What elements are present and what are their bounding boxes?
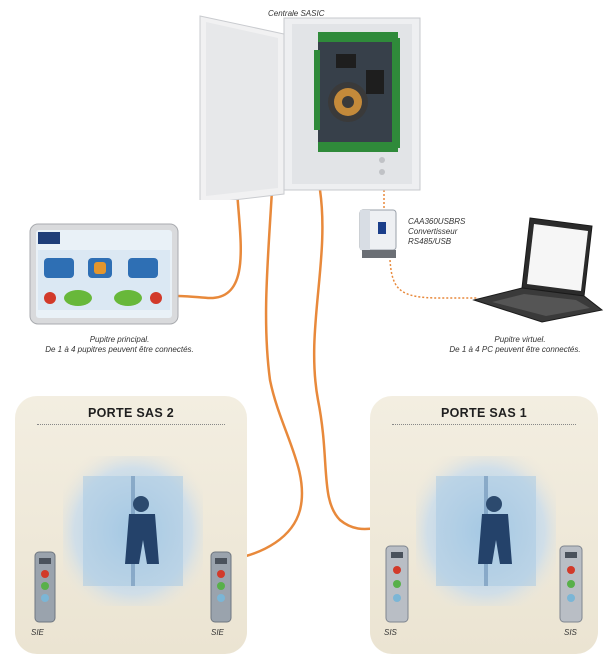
cable-to-sas2 [246,190,302,556]
sas1-station-left [384,544,410,624]
virtual-caption-1: Pupitre virtuel. [445,335,595,344]
sas2-station-left-label: SIE [31,628,44,637]
door-scene-sas1 [416,456,556,606]
central-cabinet [196,10,426,200]
sas1-station-left-label: SIS [384,628,397,637]
porte-sas-2-divider [37,424,225,425]
porte-sas-2-panel: PORTE SAS 2 SIE SIE [15,396,247,654]
sas2-station-right [209,550,233,624]
pupitre-caption-1: Pupitre principal. [22,335,217,344]
porte-sas-1-panel: PORTE SAS 1 SIS SIS [370,396,598,654]
sas1-station-right [558,544,584,624]
porte-sas-2-title: PORTE SAS 2 [15,406,247,420]
sas1-station-right-label: SIS [564,628,577,637]
pupitre-caption-2: De 1 à 4 pupitres peuvent être connectés… [22,345,217,354]
pupitre-principal-device [28,222,180,326]
converter-caption-3: RS485/USB [408,237,451,246]
converter-caption-1: CAA360USBRS [408,217,465,226]
converter-device [356,206,404,262]
sas2-station-right-label: SIE [211,628,224,637]
virtual-caption-2: De 1 à 4 PC peuvent être connectés. [420,345,610,354]
laptop-device [472,214,608,326]
sas2-station-left [33,550,57,624]
porte-sas-1-title: PORTE SAS 1 [370,406,598,420]
converter-caption-2: Convertisseur [408,227,457,236]
link-converter-to-laptop [390,260,478,298]
cable-to-pupitre [178,190,241,298]
porte-sas-1-divider [392,424,576,425]
door-scene-sas2 [63,456,203,606]
